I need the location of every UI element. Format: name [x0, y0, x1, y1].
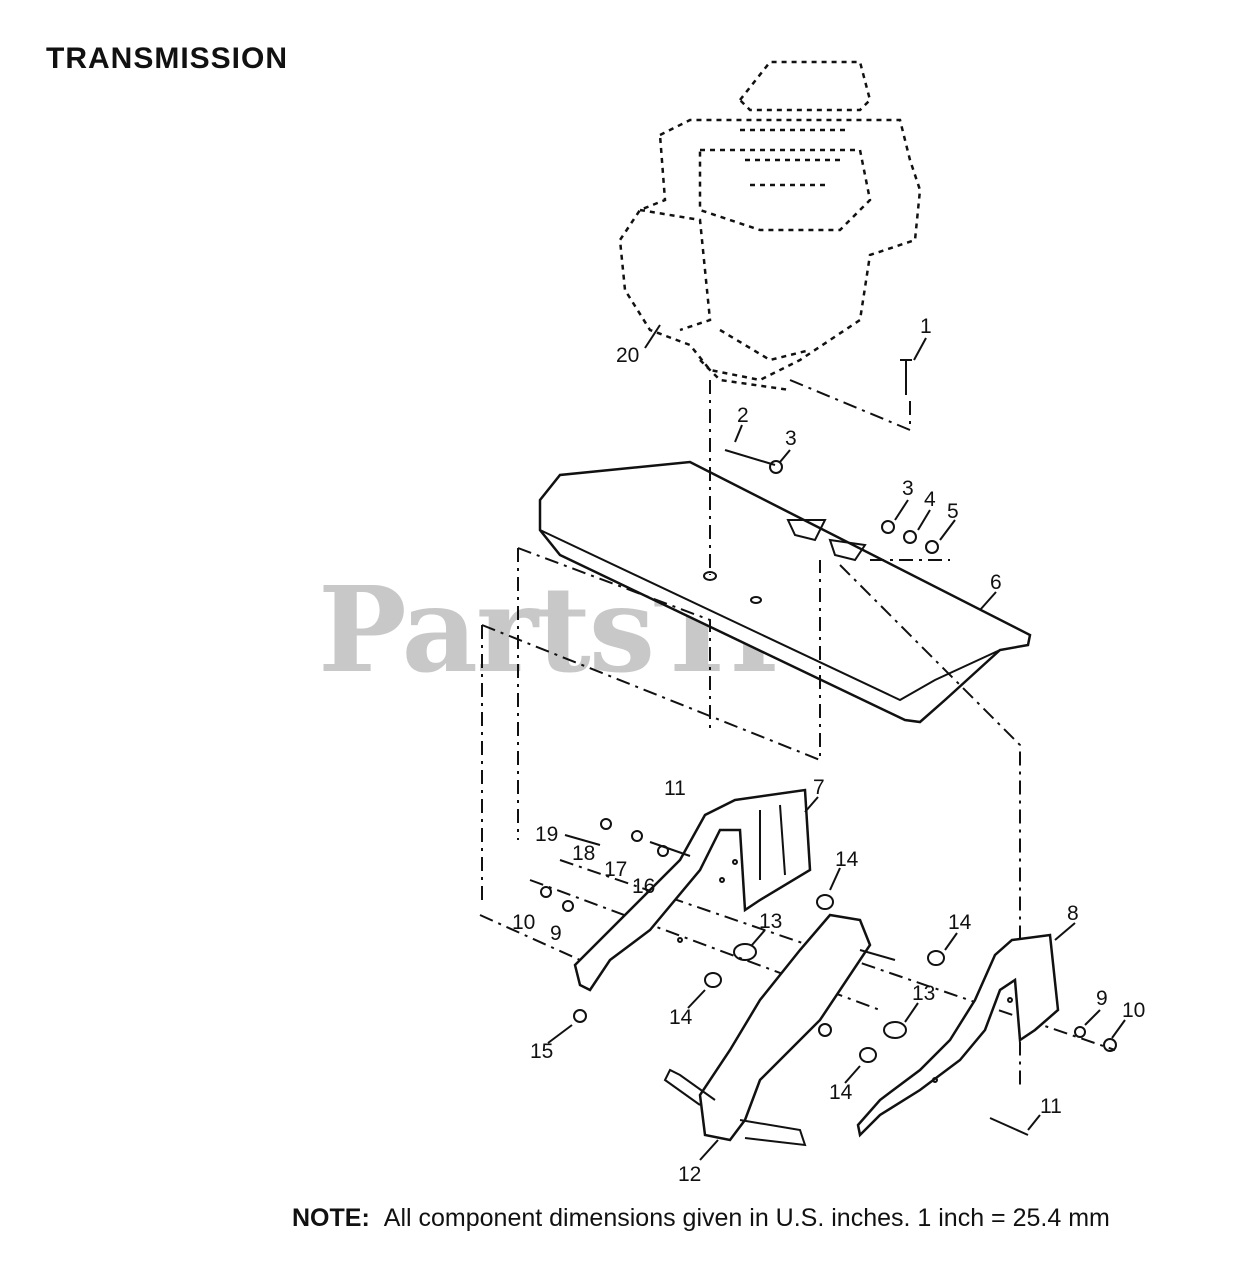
engine-drawing	[618, 60, 922, 392]
callout-10a: 10	[512, 911, 535, 934]
callout-5: 5	[947, 500, 959, 523]
note-text: All component dimensions given in U.S. i…	[383, 1204, 1110, 1232]
callout-13a: 13	[759, 910, 782, 933]
note-label: NOTE:	[292, 1204, 370, 1232]
callout-16: 16	[632, 875, 655, 898]
callout-13b: 13	[912, 982, 935, 1005]
callout-7: 7	[813, 776, 825, 799]
callout-11a: 11	[664, 777, 686, 800]
callout-10b: 10	[1122, 999, 1145, 1022]
callout-20: 20	[616, 344, 639, 367]
callout-11b: 11	[1040, 1095, 1062, 1118]
callout-15: 15	[530, 1040, 553, 1063]
left-bracket-drawing	[573, 788, 812, 992]
right-bracket-drawing	[856, 933, 1060, 1138]
callout-14a: 14	[835, 848, 859, 871]
callout-19: 19	[535, 823, 558, 846]
callout-6: 6	[990, 571, 1002, 594]
hardware-drawing	[540, 359, 1117, 1136]
callout-labels: 1 2 3 3 4 5 6 7 8 9 9 10 10 11 11 12 13 …	[512, 315, 1145, 1186]
callout-4: 4	[924, 488, 936, 511]
callout-1: 1	[920, 315, 932, 338]
callout-3a: 3	[785, 427, 797, 450]
callout-3b: 3	[902, 477, 914, 500]
callout-9b: 9	[1096, 987, 1108, 1010]
leader-lines	[547, 324, 1126, 1161]
callout-2: 2	[737, 404, 749, 427]
callout-14b: 14	[948, 911, 972, 934]
tine-shield-drawing	[538, 460, 1032, 724]
callout-9a: 9	[550, 922, 562, 945]
dimension-note: NOTE: All component dimensions given in U…	[292, 1204, 1110, 1233]
callout-14d: 14	[829, 1081, 853, 1104]
callout-12: 12	[678, 1163, 701, 1186]
transmission-housing-drawing	[663, 913, 896, 1147]
callout-14c: 14	[669, 1006, 693, 1029]
callout-8: 8	[1067, 902, 1079, 925]
callout-18: 18	[572, 842, 595, 865]
callout-17: 17	[604, 858, 627, 881]
diagram-title: TRANSMISSION	[46, 42, 289, 75]
